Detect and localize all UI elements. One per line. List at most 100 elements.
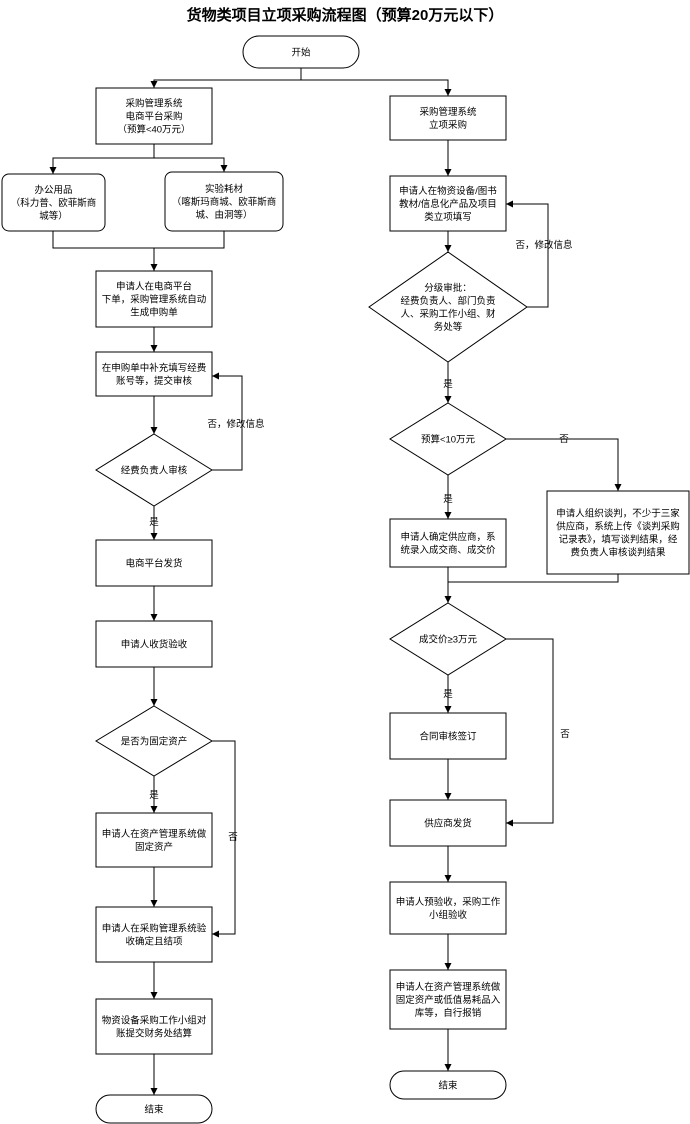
node-l_ship: 电商平台发货 bbox=[95, 539, 213, 587]
terminal-shape bbox=[242, 35, 360, 69]
node-text: 成交价≥3万元 bbox=[419, 634, 477, 646]
edge-label-l_yes_asset: 是 bbox=[149, 790, 159, 801]
node-text: 是否为固定资产 bbox=[121, 736, 188, 748]
node-l_receive: 申请人收货验收 bbox=[95, 620, 213, 668]
node-text: 申请人在资产管理系统做 bbox=[396, 981, 501, 993]
node-text: 办公用品 bbox=[34, 184, 72, 196]
node-r_contract: 合同审核签订 bbox=[389, 712, 507, 760]
node-text: 开始 bbox=[291, 47, 311, 59]
decision-shape bbox=[95, 705, 213, 777]
node-text: 城等） bbox=[39, 210, 68, 222]
process-shape bbox=[95, 270, 213, 328]
node-text: 费负责人审核谈判结果 bbox=[570, 547, 666, 559]
node-text: 务处等 bbox=[434, 321, 463, 333]
decision-shape bbox=[389, 602, 507, 676]
process-shape bbox=[389, 881, 507, 935]
node-text: 账号等，提交审核 bbox=[116, 375, 193, 387]
process-shape bbox=[95, 906, 213, 963]
node-text: 物资设备采购工作小组对 bbox=[102, 1015, 207, 1027]
node-text: 固定资产 bbox=[135, 841, 173, 853]
node-text: 小组验收 bbox=[429, 909, 468, 921]
node-text: 固定资产或低值易耗品入 bbox=[396, 994, 501, 1006]
connector bbox=[154, 231, 225, 249]
process-shape bbox=[389, 799, 507, 847]
node-r_end: 结束 bbox=[389, 1070, 507, 1100]
node-text: 账提交财务处结算 bbox=[116, 1028, 192, 1040]
process-shape bbox=[95, 812, 213, 868]
node-text: 结束 bbox=[438, 1080, 458, 1092]
edge-label-r_yes_budget: 是 bbox=[443, 494, 453, 505]
node-text: 预算<10万元 bbox=[421, 434, 476, 446]
node-text: 在申购单中补充填写经费 bbox=[102, 362, 207, 374]
process-shape bbox=[95, 539, 213, 587]
node-text: 记录表》，填写谈判结果，经 bbox=[559, 534, 678, 546]
node-text: 分级审批： bbox=[424, 282, 472, 294]
node-text: 合同审核签订 bbox=[419, 731, 477, 743]
connector bbox=[150, 68, 302, 88]
edge-label-r_yes_approve: 是 bbox=[443, 379, 453, 390]
process-shape bbox=[95, 351, 213, 397]
node-text: 采购管理系统 bbox=[125, 98, 183, 110]
decision-shape bbox=[95, 433, 213, 507]
node-text: 类立项填写 bbox=[424, 211, 472, 223]
node-text: 收确定且结项 bbox=[125, 936, 183, 948]
edge-label-r_yes_price: 是 bbox=[443, 689, 453, 700]
node-text: 生成申购单 bbox=[130, 307, 178, 319]
edge-label-l_no_modify: 否，修改信息 bbox=[207, 418, 264, 430]
node-text: 立项采购 bbox=[429, 119, 467, 131]
process-shape bbox=[164, 171, 284, 232]
node-r_ship: 供应商发货 bbox=[389, 799, 507, 847]
connector bbox=[52, 231, 154, 249]
node-text: 申请人组织谈判，不少于三家 bbox=[556, 508, 680, 520]
node-text: 人、采购工作小组、财 bbox=[400, 308, 496, 320]
process-shape bbox=[1, 173, 106, 232]
node-text: 结束 bbox=[144, 1104, 164, 1116]
edge-label-l_no_asset: 否 bbox=[228, 832, 238, 843]
node-r_negotiate: 申请人组织谈判，不少于三家供应商，系统上传《谈判采购记录表》，填写谈判结果，经费… bbox=[546, 490, 690, 575]
node-l_review: 经费负责人审核 bbox=[95, 433, 213, 507]
edge-label-r_no_price: 否 bbox=[560, 729, 570, 740]
terminal-shape bbox=[95, 1094, 213, 1124]
node-text: 经费负责人、部门负责 bbox=[400, 295, 495, 307]
terminal-shape bbox=[389, 1070, 507, 1100]
node-text: 供应商发货 bbox=[424, 818, 472, 830]
process-shape bbox=[95, 998, 213, 1055]
connector bbox=[506, 638, 554, 827]
process-shape bbox=[95, 620, 213, 668]
connector bbox=[212, 372, 243, 471]
decision-shape bbox=[368, 251, 528, 363]
node-text: （科力普、欧菲斯商 bbox=[11, 197, 97, 209]
node-text: 下单，采购管理系统自动 bbox=[102, 294, 207, 306]
node-text: 申请人在资产管理系统做 bbox=[102, 828, 207, 840]
node-text: 申请人确定供应商，系 bbox=[400, 531, 495, 543]
node-text: 供应商，系统上传《谈判采购 bbox=[556, 521, 680, 533]
connector bbox=[506, 438, 622, 491]
node-text: 统录入成交商、成交价 bbox=[400, 544, 496, 556]
node-text: 申请人收货验收 bbox=[121, 639, 188, 651]
node-text: （喀斯玛商城、欧菲斯商 bbox=[172, 196, 277, 208]
node-text: 城、由洞等） bbox=[195, 209, 252, 221]
node-text: 电商平台发货 bbox=[125, 558, 182, 570]
edge-label-l_yes_review: 是 bbox=[149, 517, 159, 528]
node-text: 经费负责人审核 bbox=[121, 465, 188, 477]
process-shape bbox=[389, 969, 507, 1030]
node-text: 申请人在物资设备/图书 bbox=[399, 185, 497, 197]
diagram-title: 货物类项目立项采购流程图（预算20万元以下） bbox=[186, 7, 504, 24]
process-shape bbox=[389, 712, 507, 760]
node-text: 申请人在采购管理系统验 bbox=[102, 923, 207, 935]
node-text: 申请人预验收，采购工作 bbox=[396, 896, 501, 908]
